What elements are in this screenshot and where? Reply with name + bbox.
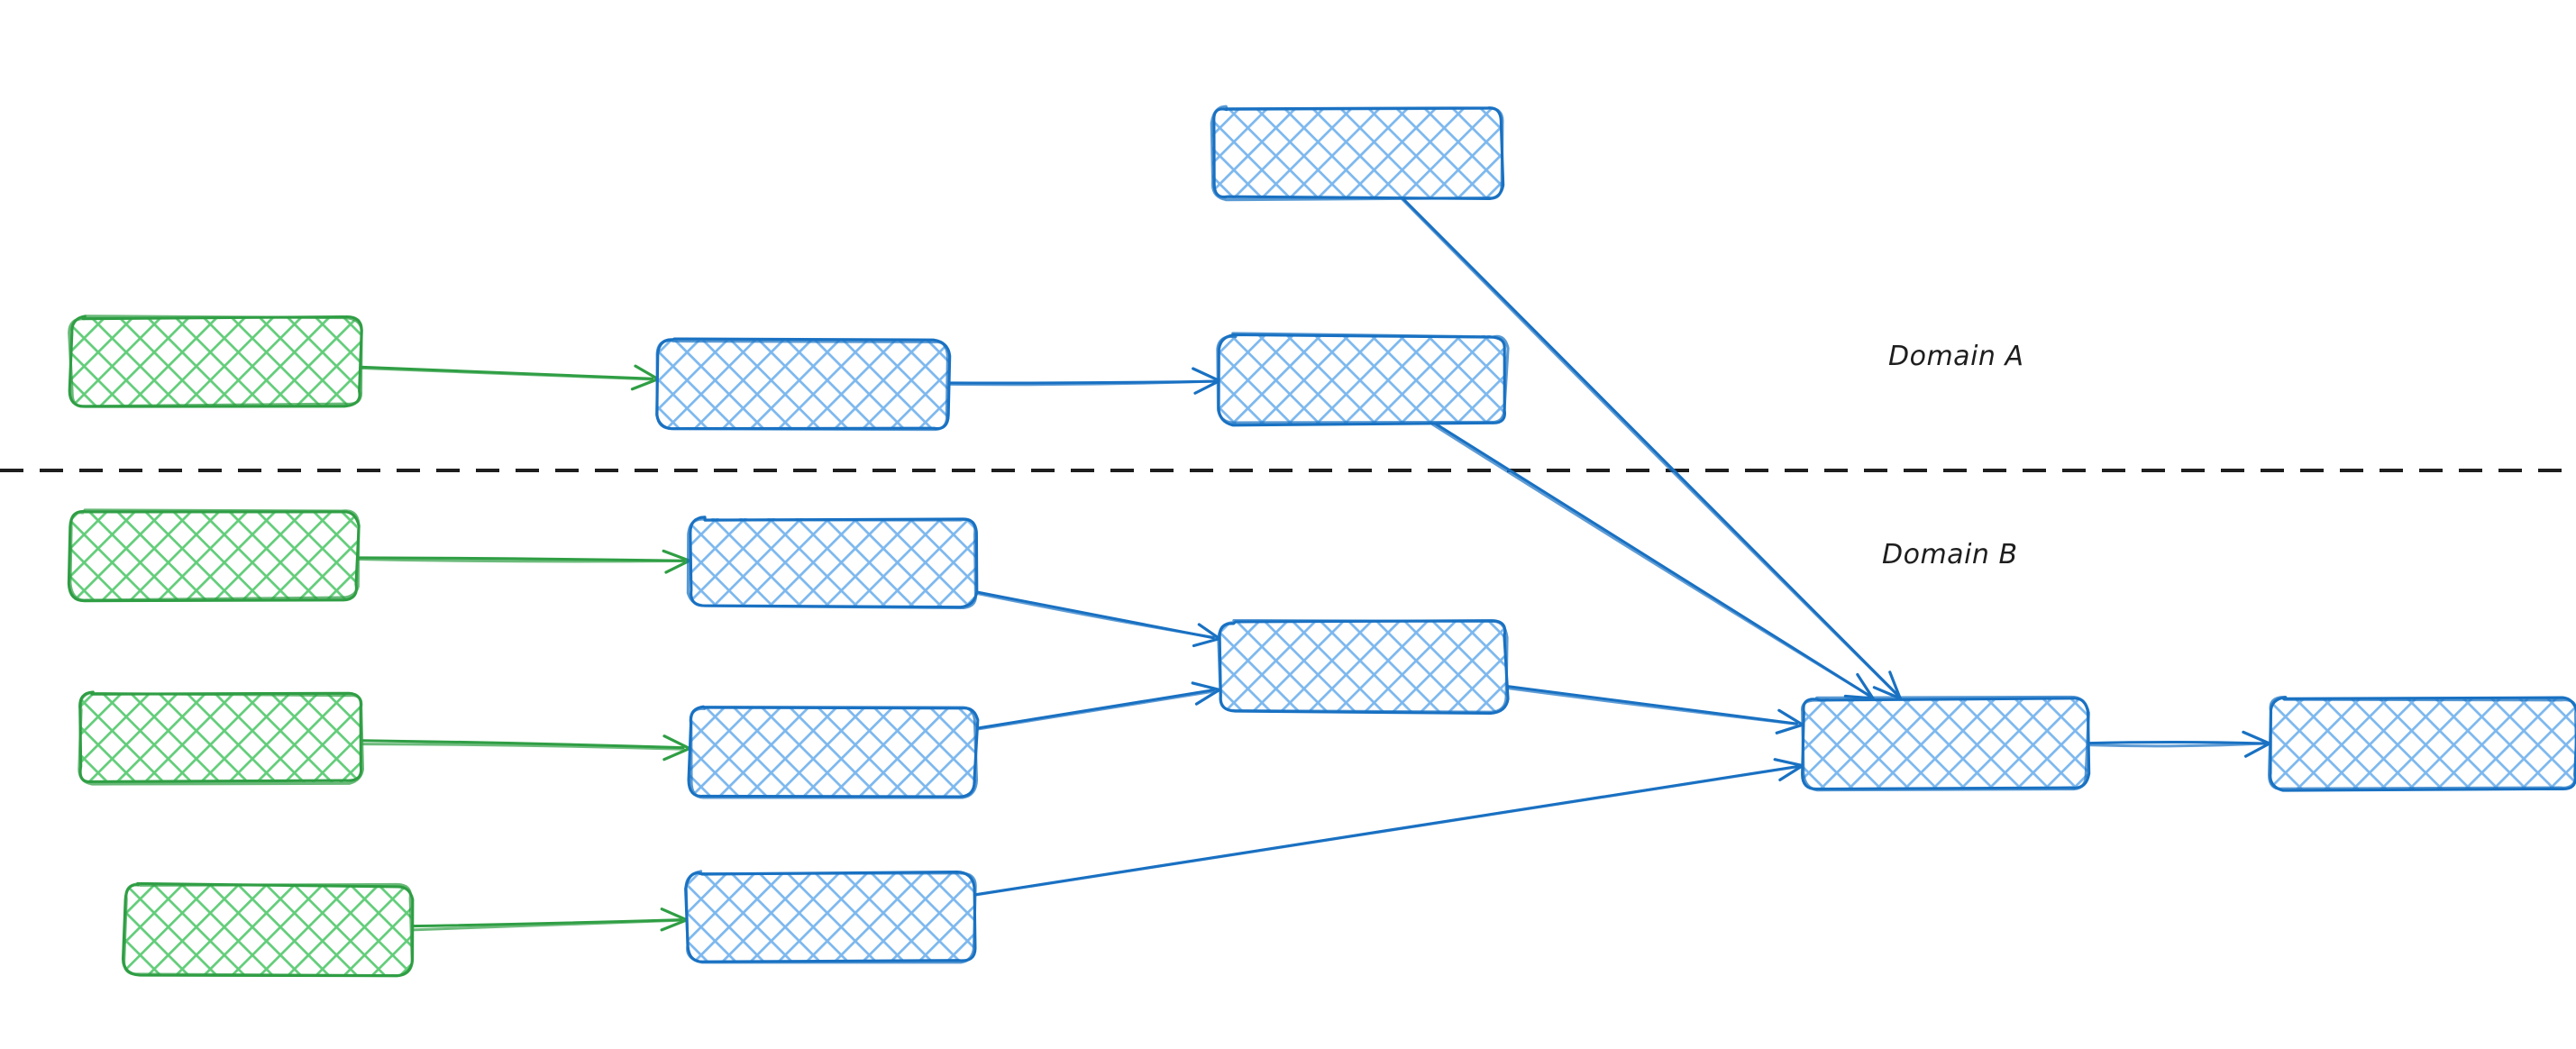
edge-e3[interactable] <box>1400 196 1902 700</box>
node-b-proc-3[interactable] <box>684 870 977 964</box>
edge-line <box>410 918 683 932</box>
node-b-sink[interactable] <box>1801 695 2091 792</box>
node-b-merge[interactable] <box>1217 618 1510 716</box>
node-outline <box>69 508 361 602</box>
edge-line <box>974 591 1216 639</box>
edge-arrowhead <box>1888 670 1902 700</box>
edge-line <box>946 379 1217 387</box>
edge-e12[interactable] <box>2086 730 2271 758</box>
edge-e11[interactable] <box>971 758 1804 897</box>
edge-e2[interactable] <box>946 367 1221 395</box>
edge-arrowhead <box>664 559 691 574</box>
node-b-src-3[interactable] <box>121 881 415 978</box>
edge-line <box>1431 423 1870 697</box>
node-fill <box>1803 698 2087 789</box>
edge-e1[interactable] <box>358 364 660 391</box>
edge-arrowhead <box>634 364 660 381</box>
edge-arrowhead <box>1778 763 1804 782</box>
node-outline <box>68 315 363 408</box>
edge-arrowhead <box>1775 723 1804 734</box>
edge-arrowhead <box>662 746 691 762</box>
node-a-proc-2[interactable] <box>1216 332 1510 427</box>
edge-arrowhead <box>660 918 689 932</box>
domain-a-label: Domain A <box>1888 341 2024 372</box>
edge-arrowhead <box>2243 742 2271 758</box>
edge-e9[interactable] <box>973 681 1221 732</box>
edge-e10[interactable] <box>1503 685 1804 734</box>
edge-arrowhead <box>662 734 691 751</box>
edge-arrowhead <box>630 377 660 391</box>
edge-arrowhead <box>1192 637 1221 648</box>
node-fill <box>70 511 357 599</box>
domain-b-label: Domain B <box>1882 539 2018 570</box>
node-fill <box>2270 698 2576 789</box>
node-outline <box>1217 333 1507 427</box>
edge-e6[interactable] <box>361 734 691 762</box>
node-outline <box>690 705 979 799</box>
edge-line <box>355 557 687 563</box>
edge-arrowhead <box>1193 379 1221 395</box>
edge-e8[interactable] <box>974 590 1221 648</box>
edge-line <box>973 689 1216 732</box>
node-b-proc-2[interactable] <box>687 705 980 799</box>
node-a-proc-1[interactable] <box>655 337 952 432</box>
edge-arrowhead <box>2242 730 2271 745</box>
edge-line <box>1401 197 1899 697</box>
edge-line <box>2086 742 2266 748</box>
edge-arrowhead <box>1191 681 1221 692</box>
edge-arrowhead <box>1856 672 1875 700</box>
node-a-src-1[interactable] <box>68 315 363 408</box>
node-outline <box>684 870 977 964</box>
node-outline <box>2267 695 2576 790</box>
node-outline <box>123 882 414 978</box>
edge-arrowhead <box>1773 758 1804 768</box>
node-a-proc-0[interactable] <box>1210 105 1505 202</box>
node-b-out[interactable] <box>2267 695 2576 792</box>
edge-line <box>972 765 1799 897</box>
edge-line <box>358 366 653 381</box>
node-fill <box>1219 622 1506 712</box>
node-fill <box>687 872 973 961</box>
node-fill <box>79 694 362 782</box>
node-fill <box>658 341 948 429</box>
node-fill <box>1212 108 1503 198</box>
node-outline <box>655 339 949 432</box>
node-outline <box>1217 618 1509 714</box>
edge-arrowhead <box>1197 623 1221 641</box>
node-fill <box>124 885 411 975</box>
edge-line <box>361 739 685 750</box>
node-outline <box>686 517 978 609</box>
node-fill <box>1219 335 1506 424</box>
node-fill <box>690 707 976 796</box>
edge-line <box>1503 686 1798 725</box>
node-b-src-2[interactable] <box>78 690 365 786</box>
edge-arrowhead <box>1192 367 1221 383</box>
node-fill <box>690 518 976 607</box>
node-outline <box>1216 332 1510 424</box>
edge-arrowhead <box>1194 688 1221 706</box>
edge-arrowhead <box>1777 708 1804 726</box>
node-outline <box>78 690 365 786</box>
node-fill <box>70 317 361 406</box>
edge-e7[interactable] <box>409 908 689 932</box>
node-b-proc-1[interactable] <box>686 515 979 609</box>
edge-line <box>361 743 685 751</box>
node-outline <box>1210 105 1504 202</box>
node-outline <box>1801 695 2090 792</box>
edge-e5[interactable] <box>355 549 691 574</box>
node-b-src-1[interactable] <box>67 508 361 603</box>
edge-arrowhead <box>662 549 691 562</box>
edge-arrowhead <box>660 908 689 922</box>
